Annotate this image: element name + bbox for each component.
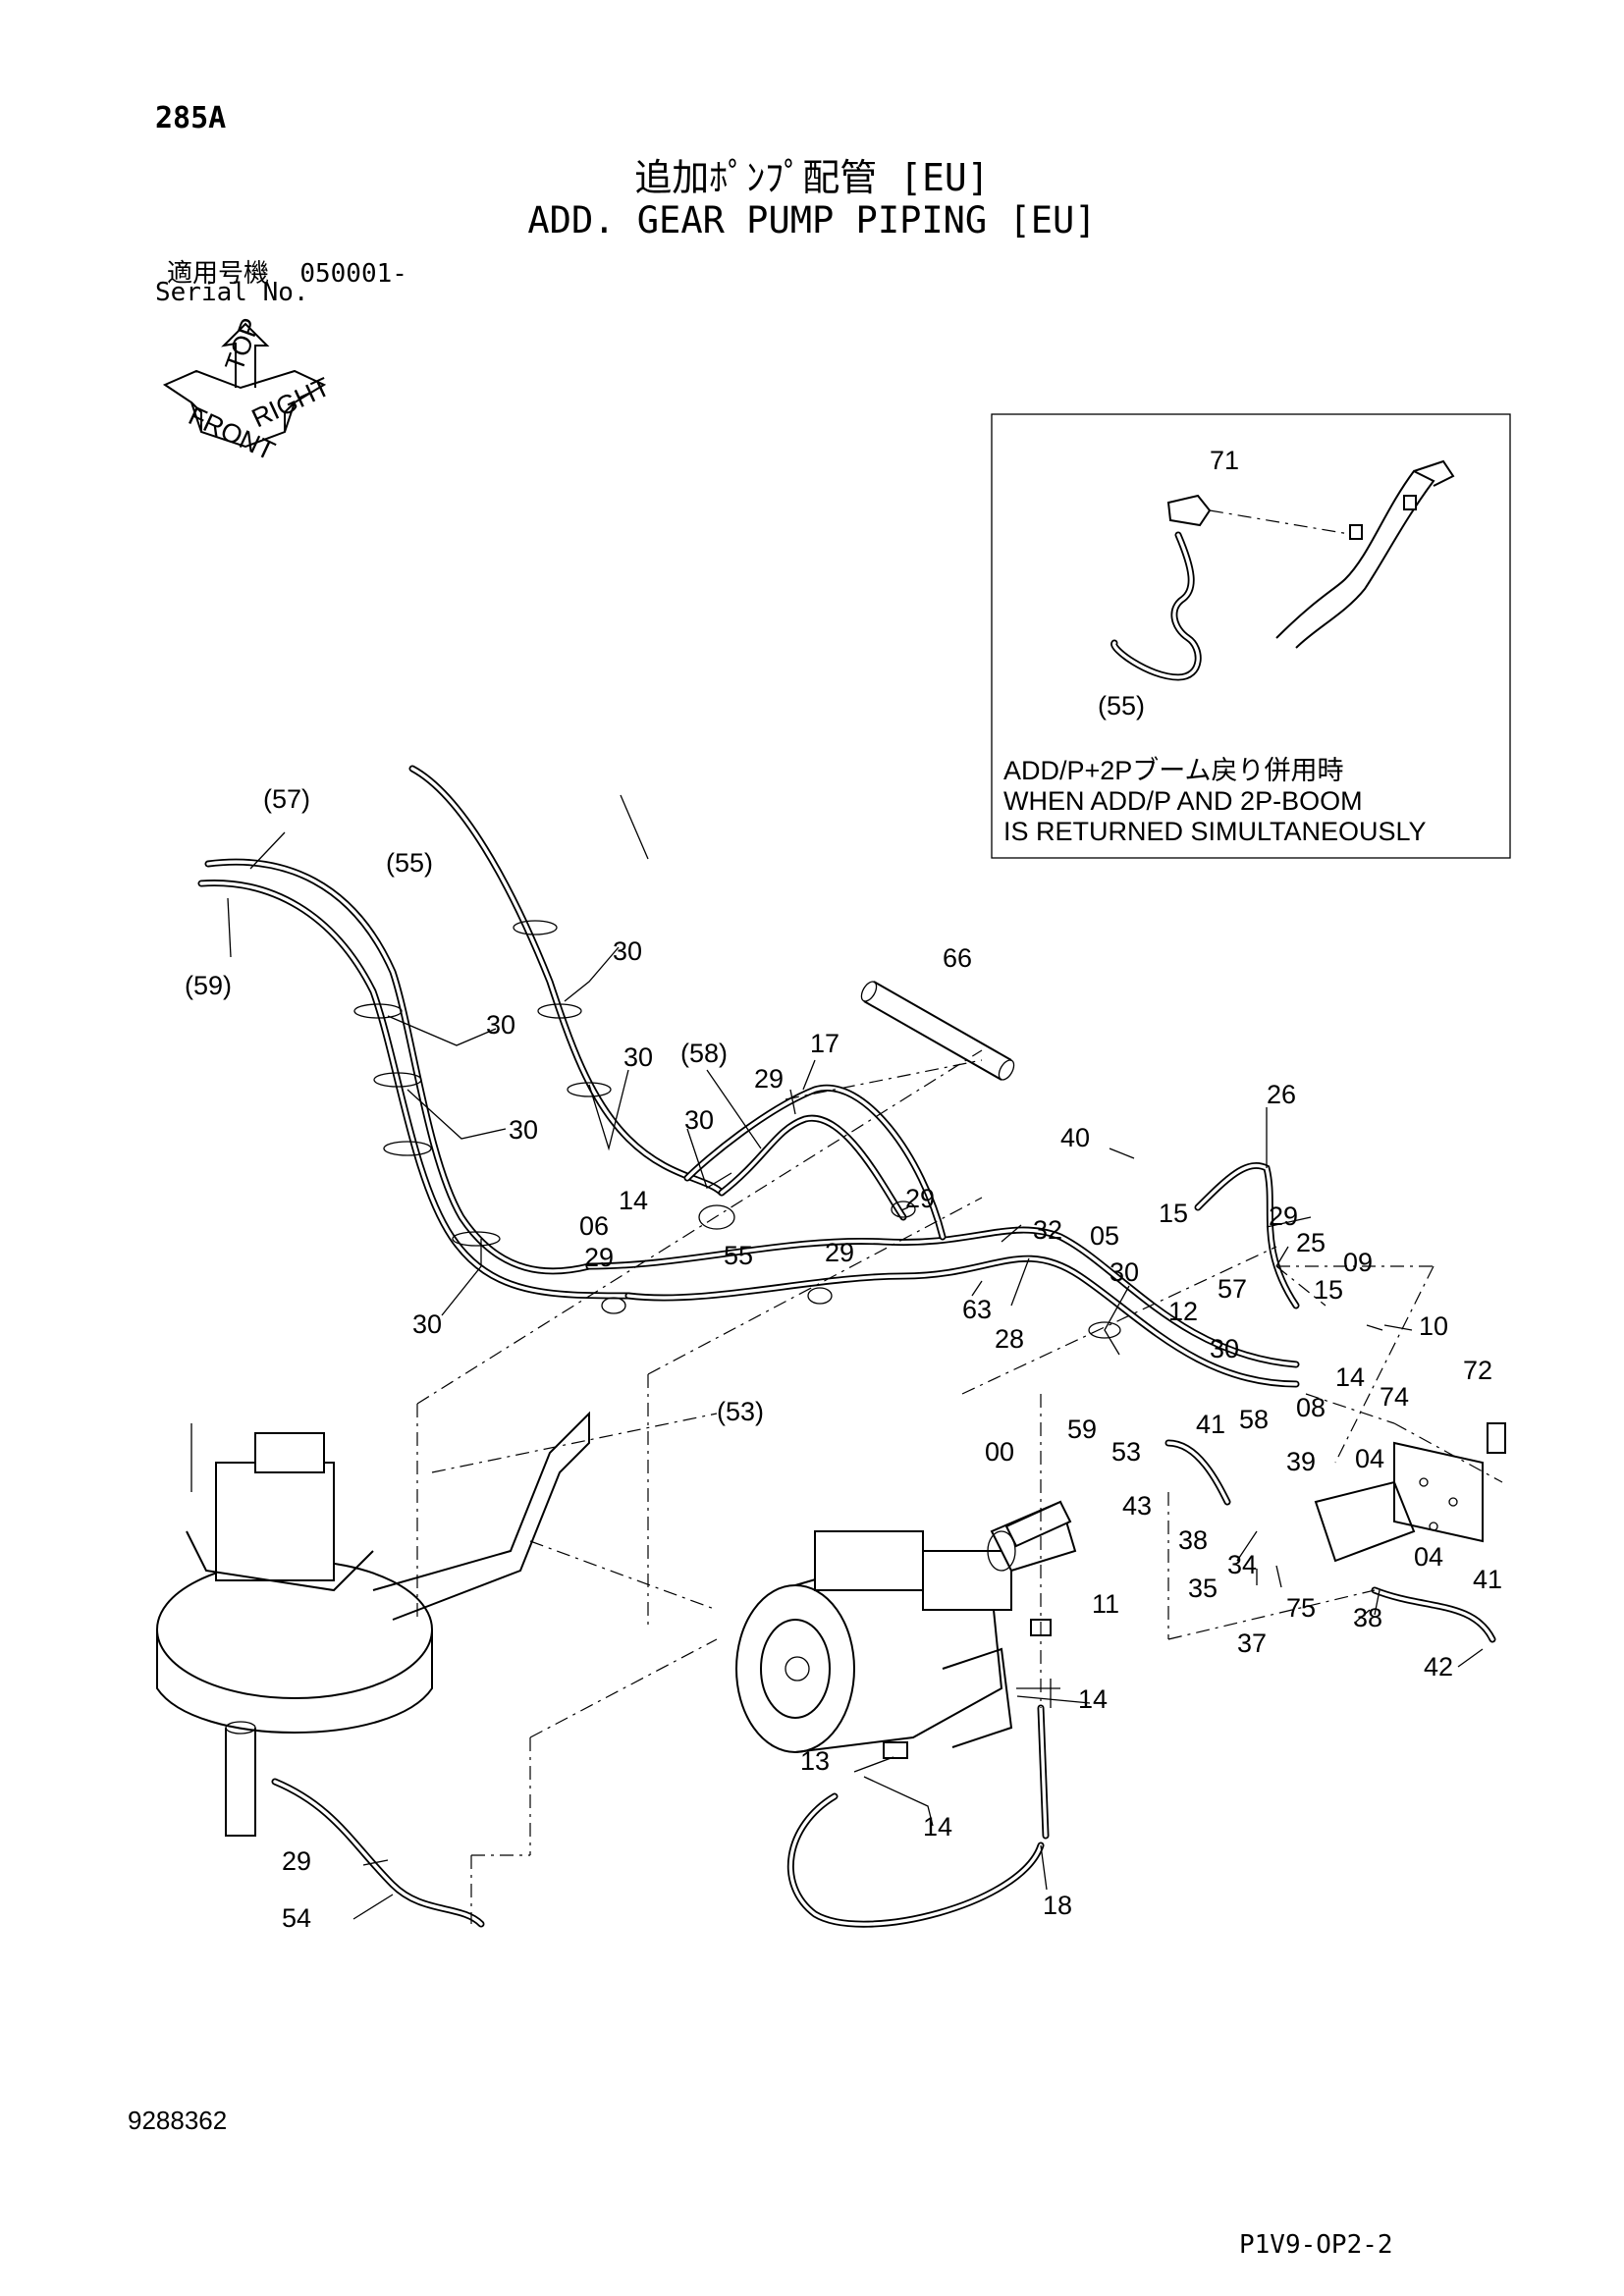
callout-14-c: 14 — [1078, 1684, 1108, 1714]
page-title-jp: 追加ﾎﾟﾝﾌﾟ配管 [EU] — [634, 156, 990, 199]
callout-06: 06 — [579, 1211, 609, 1241]
drawing-code: P1V9-OP2-2 — [1239, 2230, 1393, 2260]
callout-04-b: 04 — [1414, 1542, 1443, 1572]
callout-53-b: 53 — [1111, 1437, 1141, 1467]
document-number: 9288362 — [128, 2106, 228, 2135]
callout-43: 43 — [1122, 1491, 1152, 1521]
callout-55-b: 55 — [724, 1241, 753, 1270]
inset-callout-71: 71 — [1210, 446, 1239, 475]
callout-34: 34 — [1227, 1550, 1257, 1579]
hose-group-upper-left — [197, 765, 1300, 1388]
callout-30-a: 30 — [613, 936, 642, 966]
callout-10: 10 — [1419, 1311, 1448, 1341]
callout-53-paren: (53) — [717, 1397, 764, 1426]
phantom-lines — [416, 1049, 1503, 1924]
clamp-markers — [353, 920, 1121, 1339]
callout-17: 17 — [810, 1029, 839, 1058]
callout-14-a: 14 — [619, 1186, 648, 1215]
callout-29-b: 29 — [905, 1184, 935, 1213]
callout-30-d: 30 — [509, 1115, 538, 1145]
callout-29-e: 29 — [1269, 1201, 1298, 1231]
hose-group-lower — [271, 1439, 1496, 1928]
callout-35: 35 — [1188, 1574, 1218, 1603]
callout-08: 08 — [1296, 1393, 1326, 1422]
inset-callout-55: (55) — [1098, 691, 1145, 721]
serial-value: 050001- — [299, 259, 407, 289]
callout-11: 11 — [1092, 1589, 1119, 1619]
callout-30-b: 30 — [486, 1010, 515, 1040]
inset-note-en-1: WHEN ADD/P AND 2P-BOOM — [1003, 786, 1363, 816]
callout-59: (59) — [185, 971, 232, 1000]
callout-55: (55) — [386, 848, 433, 878]
pipe-66 — [860, 981, 1015, 1081]
callout-42: 42 — [1424, 1652, 1453, 1682]
callout-30-e: 30 — [684, 1105, 714, 1135]
callout-57: (57) — [263, 784, 310, 814]
callout-75: 75 — [1286, 1593, 1316, 1623]
callout-14-d: 14 — [923, 1812, 952, 1842]
callout-26: 26 — [1267, 1080, 1296, 1109]
valve-bracket-74 — [1314, 1422, 1506, 1563]
callout-59-b: 59 — [1067, 1415, 1097, 1444]
callout-30-g: 30 — [1110, 1257, 1139, 1287]
inset-detail-box — [991, 413, 1511, 859]
callout-41-a: 41 — [1196, 1410, 1225, 1439]
callout-57-b: 57 — [1218, 1274, 1247, 1304]
callout-54: 54 — [282, 1903, 311, 1933]
page-title-en: ADD. GEAR PUMP PIPING [EU] — [527, 199, 1097, 241]
callout-32: 32 — [1033, 1215, 1062, 1245]
callout-28: 28 — [995, 1324, 1024, 1354]
callout-58-b: 58 — [1239, 1405, 1269, 1434]
callout-72: 72 — [1463, 1356, 1492, 1385]
callout-41-b: 41 — [1473, 1565, 1502, 1594]
callout-38-b: 38 — [1353, 1603, 1382, 1632]
callout-38-a: 38 — [1178, 1525, 1208, 1555]
serial-label-en: Serial No. — [155, 278, 309, 307]
callout-15-b: 15 — [1314, 1275, 1343, 1305]
callout-39: 39 — [1286, 1447, 1316, 1476]
callout-25: 25 — [1296, 1228, 1326, 1257]
callout-30-f: 30 — [412, 1309, 442, 1339]
swing-motor-assembly — [156, 1411, 590, 1837]
callout-58-paren: (58) — [680, 1039, 728, 1068]
callout-40: 40 — [1060, 1123, 1090, 1152]
callout-04-a: 04 — [1355, 1444, 1384, 1473]
leader-lines — [227, 794, 1484, 1920]
callout-30-c: 30 — [623, 1042, 653, 1072]
callout-29-c: 29 — [584, 1243, 614, 1272]
callout-63: 63 — [962, 1295, 992, 1324]
inset-note-en-2: IS RETURNED SIMULTANEOUSLY — [1003, 817, 1427, 846]
callout-18: 18 — [1043, 1891, 1072, 1920]
callout-14-b: 14 — [1335, 1362, 1365, 1392]
callout-29-f: 29 — [282, 1846, 311, 1876]
callout-13: 13 — [800, 1746, 830, 1776]
callout-15-a: 15 — [1159, 1199, 1188, 1228]
callout-00: 00 — [985, 1437, 1014, 1467]
callout-66: 66 — [943, 943, 972, 973]
inset-note-jp: ADD/P+2Pブーム戻り併用時 — [1003, 756, 1344, 785]
callout-74: 74 — [1380, 1382, 1409, 1412]
callout-37: 37 — [1237, 1629, 1267, 1658]
inset-note: ADD/P+2Pブーム戻り併用時 WHEN ADD/P AND 2P-BOOM … — [1003, 756, 1427, 847]
callout-05: 05 — [1090, 1221, 1119, 1251]
callout-29-d: 29 — [825, 1238, 854, 1267]
callout-30-h: 30 — [1210, 1334, 1239, 1363]
serial-label-jp: 適用号機 050001- — [167, 259, 407, 289]
direction-arrows-icon: FRONT TOP RIGHT — [162, 314, 335, 466]
callout-09: 09 — [1343, 1248, 1373, 1277]
callout-12: 12 — [1168, 1297, 1198, 1326]
callout-29-a: 29 — [754, 1064, 784, 1094]
page-number: 285A — [155, 101, 227, 135]
